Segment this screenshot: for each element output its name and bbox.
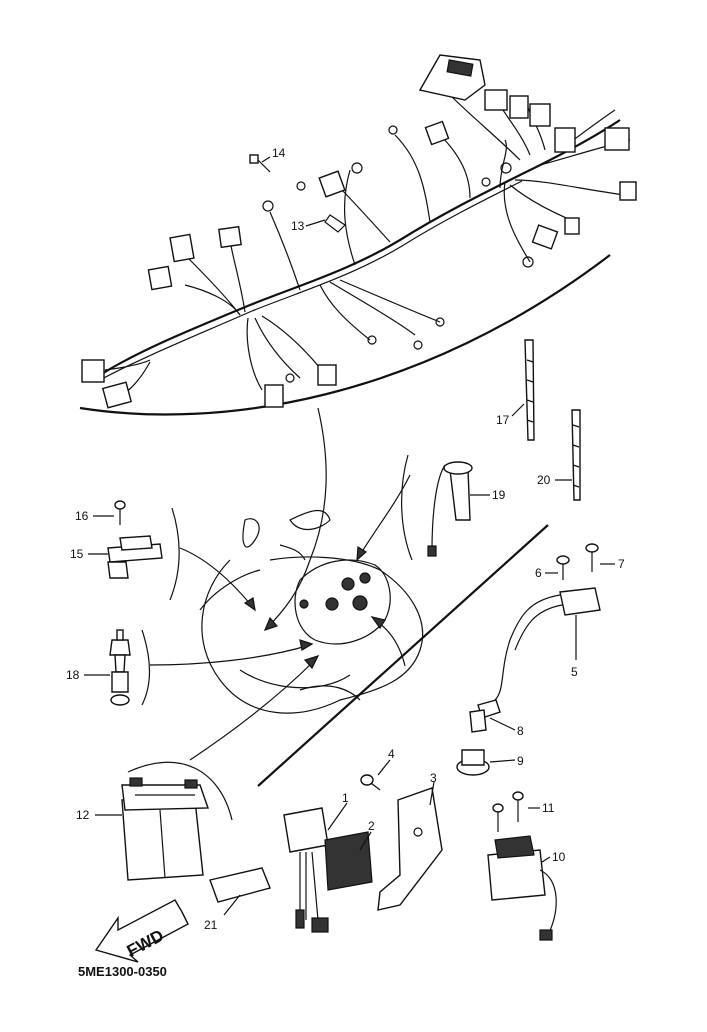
harness-connectors [81,54,637,409]
cdi-unit-part-1 [283,807,329,933]
callout-16: 16 [75,509,89,523]
callout-2: 2 [368,819,375,833]
screw-part-14 [249,154,271,173]
callout-11: 11 [542,801,555,815]
harness-section-boundary [79,254,611,416]
forward-direction-badge: FWD [94,899,189,963]
bracket-arc [127,761,233,821]
callout-leaders [84,156,615,916]
vehicle-frame-outline [199,510,424,714]
location-arrows [149,407,411,761]
bracket-arc [169,507,180,601]
screw-part-11 [492,791,524,832]
bolt-part-16 [114,500,126,525]
callout-10: 10 [552,850,566,864]
starter-relay-part-10 [487,835,557,941]
callout-12: 12 [76,808,90,822]
plug-cap-part-8 [469,699,501,733]
callout-13: 13 [291,219,305,233]
callout-7: 7 [618,557,625,571]
sender-unit-part-19 [427,461,473,557]
callout-19: 19 [492,488,506,502]
relay-bracket-part-15 [107,535,163,579]
callout-14: 14 [272,146,286,160]
callout-labels: 1 2 3 4 5 6 7 8 9 10 11 12 13 14 15 16 1… [66,146,625,932]
callout-18: 18 [66,668,80,682]
callout-6: 6 [535,566,542,580]
callout-4: 4 [388,747,395,761]
starter-switch-part-18 [109,629,131,706]
section-divider [257,524,549,787]
bolt-part-4 [360,774,381,791]
cap-part-9 [456,749,490,776]
drawing-code: 5ME1300-0350 [78,964,167,979]
callout-15: 15 [70,547,84,561]
bracket-arc [401,454,413,561]
callout-8: 8 [517,724,524,738]
bracket-part-3 [377,787,443,911]
callout-21: 21 [204,918,218,932]
callout-20: 20 [537,473,551,487]
cover-part-2 [324,831,373,891]
cable-band-part-17 [524,339,535,441]
cable-band-part-20 [571,409,581,501]
ignition-coil-part-5 [494,587,601,701]
callout-17: 17 [496,413,510,427]
main-wire-harness [99,59,631,396]
callout-3: 3 [430,771,437,785]
battery-pad-part-21 [209,867,271,903]
callout-1: 1 [342,791,349,805]
callout-5: 5 [571,665,578,679]
bolt-part-7 [585,543,599,572]
battery-part-12 [121,777,209,881]
screw-part-6 [556,555,570,580]
callout-9: 9 [517,754,524,768]
bracket-arc [141,629,151,706]
